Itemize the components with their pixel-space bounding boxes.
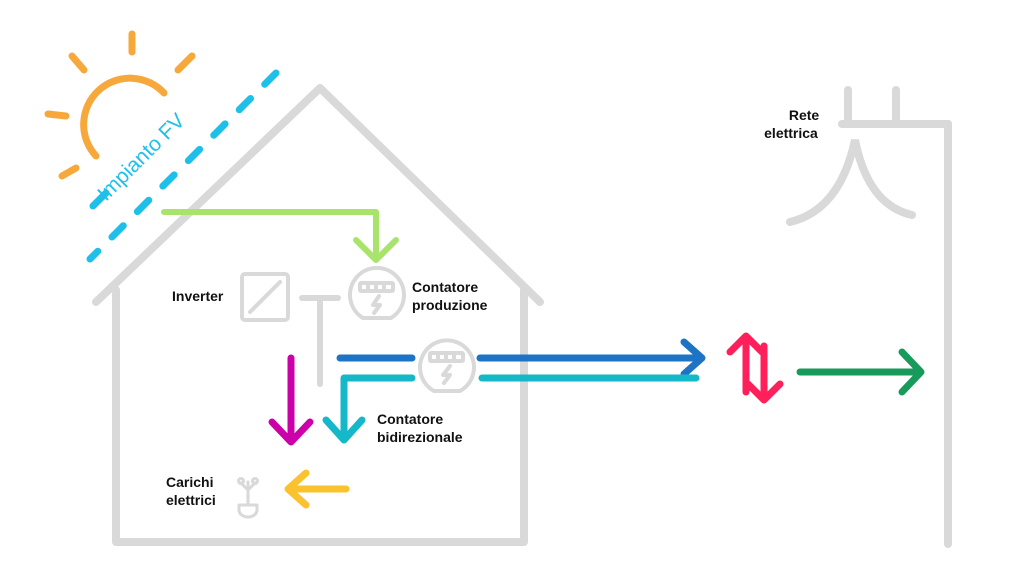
production-meter-label-line2: produzione [412,297,488,313]
production-meter-icon [348,265,406,320]
house-outline [92,84,544,546]
inverter-connector [299,295,341,387]
bidirectional-meter-label: Contatore bidirezionale [377,411,463,445]
production-meter-label-line1: Contatore [412,279,478,295]
pv-label: Impianto FV [93,109,189,205]
loads-label-line1: Carichi [166,474,213,490]
light-bulb-icon [237,477,259,519]
loads-label-line2: elettrici [166,492,216,508]
loads-flow-arrow [284,469,350,509]
grid-export-arrow [336,338,706,378]
bidirectional-meter-label-line2: bidirezionale [377,429,463,445]
self-consumption-arrow [268,354,314,446]
bidirectional-meter-label-line1: Contatore [377,411,443,427]
grid-label-line1: Rete [789,107,820,123]
utility-pole-icon [786,86,952,548]
grid-exchange-arrows [726,332,784,404]
inverter-icon [240,272,290,322]
bidirectional-meter-icon [418,338,476,393]
grid-flow-arrow [796,348,925,396]
production-flow-arrow [161,209,399,263]
inverter-label: Inverter [172,288,224,304]
loads-label: Carichi elettrici [166,474,217,508]
production-meter-label: Contatore produzione [412,279,488,313]
grid-import-arrow [322,374,700,444]
grid-label: Rete elettrica [764,107,823,141]
grid-label-line2: elettrica [764,125,818,141]
solar-panel-icon [86,69,280,263]
sun-icon [44,30,196,180]
